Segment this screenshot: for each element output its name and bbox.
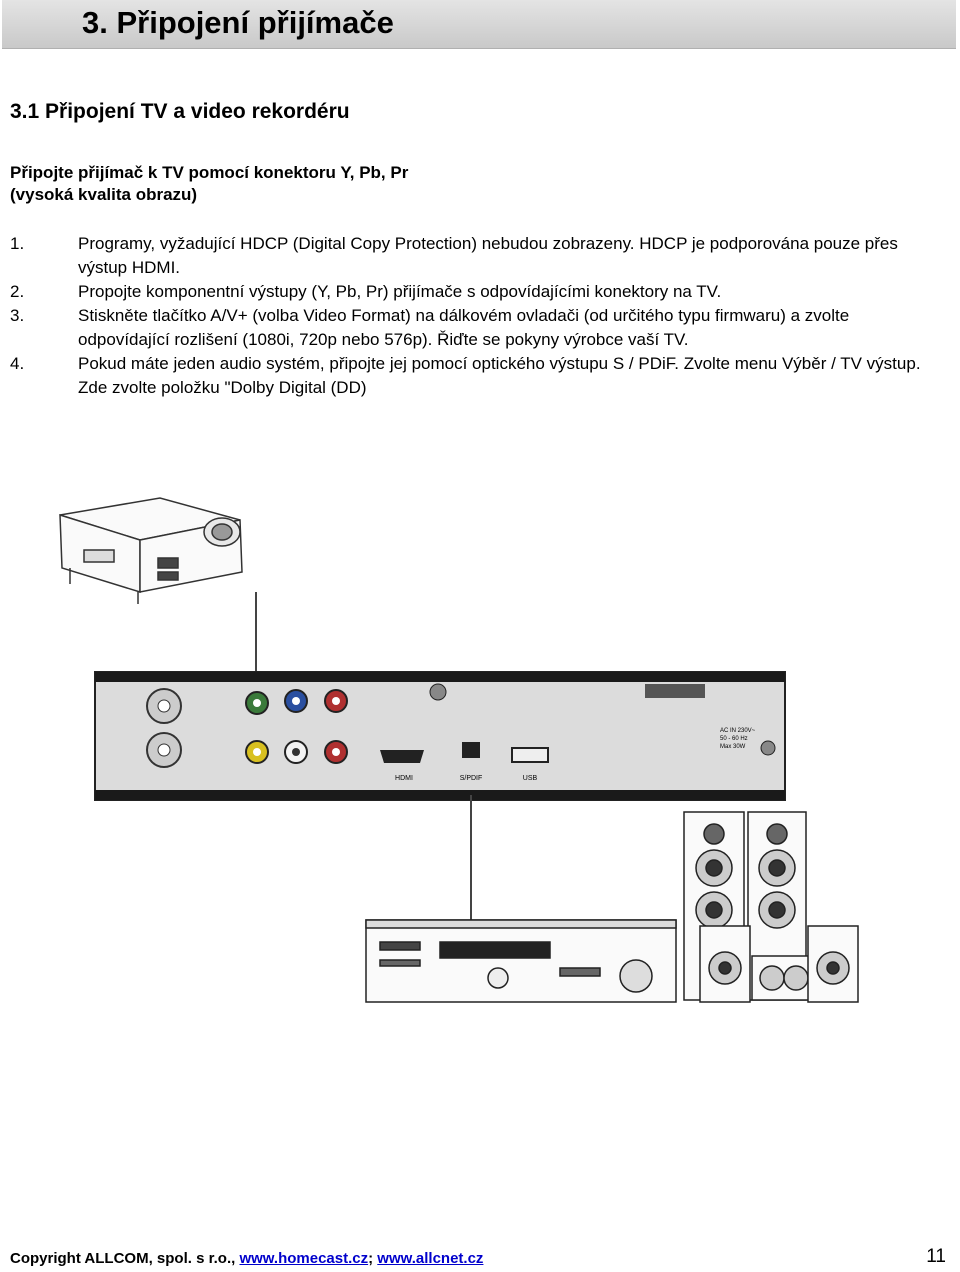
step-text: Programy, vyžadující HDCP (Digital Copy … <box>78 234 898 277</box>
step-text: Pokud máte jeden audio systém, připojte … <box>78 354 921 397</box>
chapter-header-bar: 3. Připojení přijímače <box>2 0 956 49</box>
chapter-title: 3. Připojení přijímače <box>82 5 394 40</box>
intro-line-1: Připojte přijímač k TV pomocí konektoru … <box>10 163 409 182</box>
step-number: 4. <box>10 354 25 373</box>
section-title: 3.1 Připojení TV a video rekordéru <box>10 100 350 123</box>
allcnet-link[interactable]: www.allcnet.cz <box>377 1250 484 1267</box>
step-number: 3. <box>10 306 25 325</box>
satellite-speaker-left-icon <box>699 925 751 1003</box>
page-footer: Copyright ALLCOM, spol. s r.o., www.home… <box>10 1246 954 1267</box>
link-separator: ; <box>368 1250 378 1267</box>
step-item: 4. Pokud máte jeden audio systém, připoj… <box>10 352 940 400</box>
step-item: 2. Propojte komponentní výstupy (Y, Pb, … <box>10 280 940 304</box>
center-speaker-icon <box>751 955 817 1001</box>
satellite-speaker-right-icon <box>807 925 859 1003</box>
step-number: 2. <box>10 282 25 301</box>
projector-icon <box>59 497 243 604</box>
homecast-link[interactable]: www.homecast.cz <box>239 1250 369 1267</box>
step-item: 3. Stiskněte tlačítko A/V+ (volba Video … <box>10 304 940 352</box>
spdif-label: S/PDIF <box>460 775 483 782</box>
step-text: Propojte komponentní výstupy (Y, Pb, Pr)… <box>78 282 722 301</box>
step-item: 1. Programy, vyžadující HDCP (Digital Co… <box>10 232 940 280</box>
usb-label: USB <box>523 775 538 782</box>
steps-list: 1. Programy, vyžadující HDCP (Digital Co… <box>10 232 940 400</box>
intro-text: Připojte přijímač k TV pomocí konektoru … <box>10 162 408 206</box>
step-number: 1. <box>10 234 25 253</box>
av-receiver-icon <box>365 919 677 1003</box>
page-number: 11 <box>926 1246 946 1267</box>
intro-line-2: (vysoká kvalita obrazu) <box>10 185 198 204</box>
hdmi-label: HDMI <box>395 775 413 782</box>
copyright-text: Copyright ALLCOM, spol. s r.o., <box>10 1250 240 1267</box>
step-text: Stiskněte tlačítko A/V+ (volba Video For… <box>78 306 850 349</box>
